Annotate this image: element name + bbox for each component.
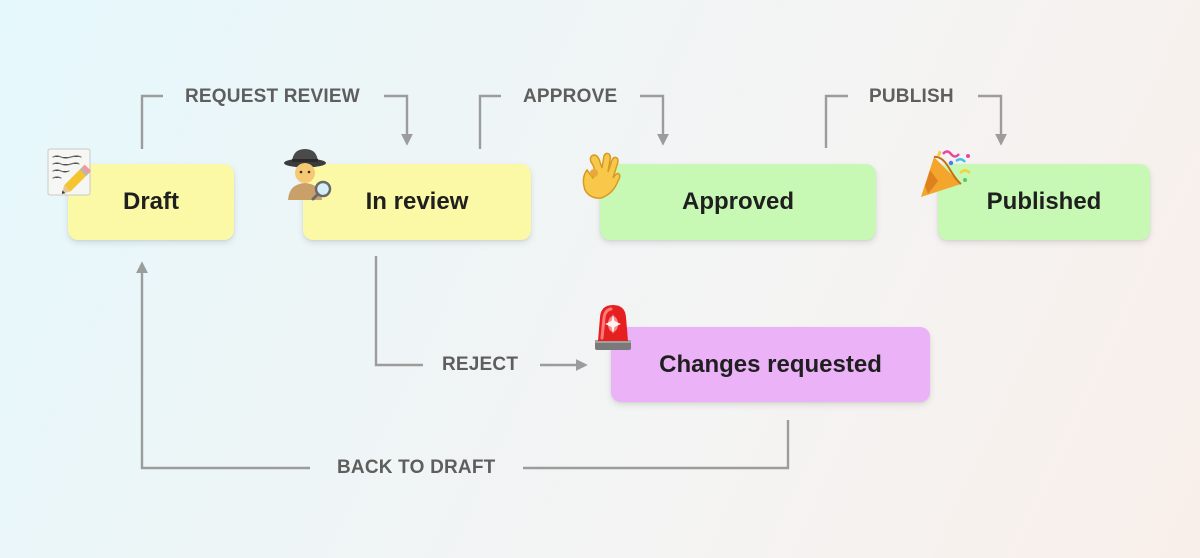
police-light-icon: [595, 305, 631, 350]
transition-approve-label: APPROVE: [523, 86, 618, 107]
wire-request-review-end: [384, 94, 413, 146]
state-changes-requested-label: Changes requested: [659, 350, 882, 378]
ok-hand-icon: [582, 152, 621, 199]
state-published: Published: [938, 164, 1150, 240]
state-approved-label: Approved: [681, 188, 794, 215]
transition-publish-label: PUBLISH: [869, 86, 954, 107]
state-changes-requested: Changes requested: [611, 327, 930, 402]
wire-reject-start: [374, 256, 423, 367]
wire-request-review-start: [140, 94, 163, 149]
transition-back-to-draft-label: BACK TO DRAFT: [337, 457, 496, 478]
state-published-label: Published: [986, 188, 1102, 215]
memo-pencil-icon: [47, 148, 92, 196]
wire-back-to-draft-end: [136, 261, 310, 470]
wire-publish-end: [978, 94, 1007, 146]
transition-request-review-label: REQUEST REVIEW: [185, 86, 360, 107]
state-draft-label: Draft: [122, 188, 179, 215]
wire-approve-start: [478, 94, 501, 149]
wire-publish-start: [824, 94, 848, 148]
party-popper-icon: [921, 150, 971, 197]
detective-icon: [284, 149, 332, 201]
state-in-review-label: In review: [365, 188, 469, 215]
state-draft: Draft: [68, 164, 234, 240]
state-in-review: In review: [303, 164, 531, 240]
wire-approve-end: [640, 94, 669, 146]
state-approved: Approved: [600, 164, 876, 240]
wire-back-to-draft-start: [523, 420, 790, 470]
transition-reject-label: REJECT: [442, 354, 519, 375]
